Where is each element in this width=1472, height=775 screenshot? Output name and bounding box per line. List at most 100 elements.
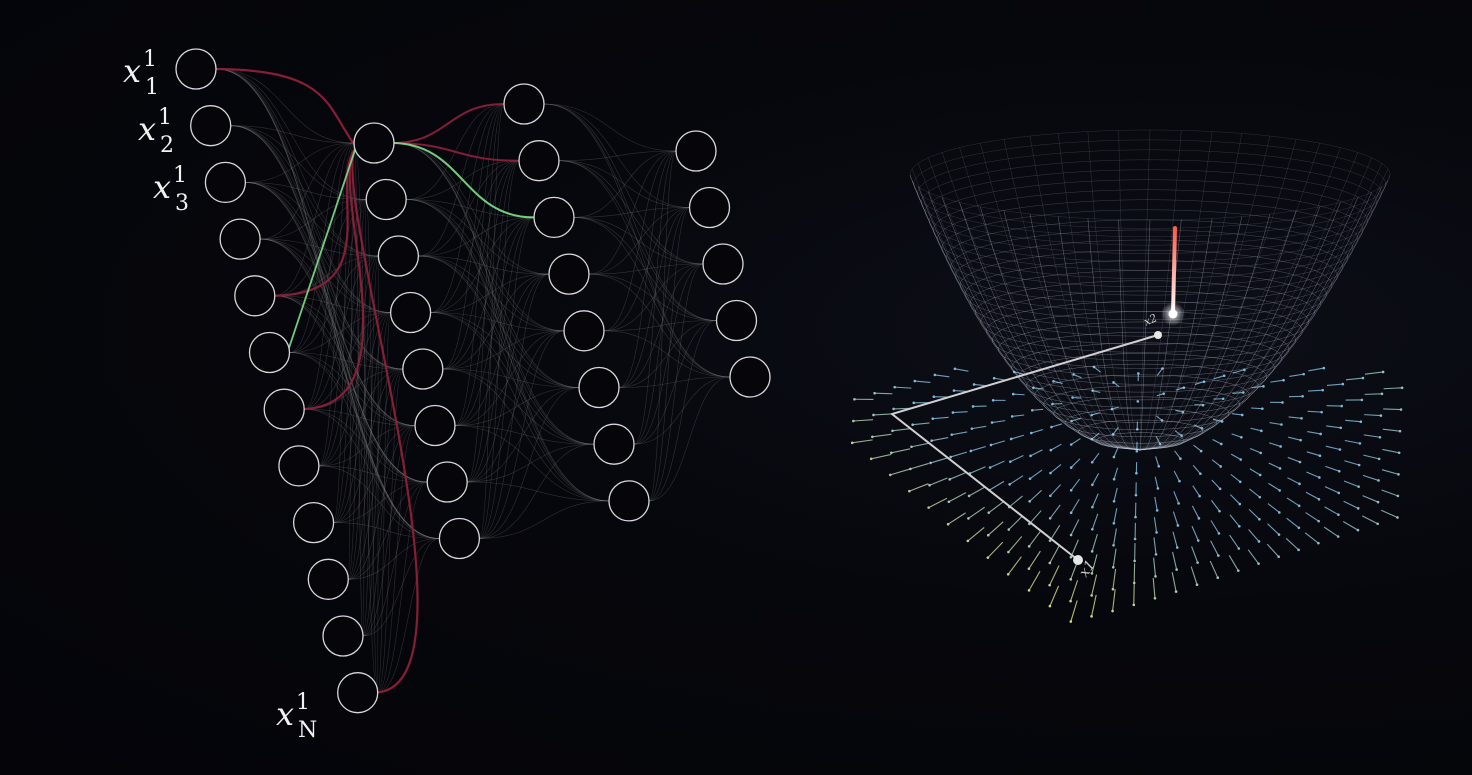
mesh-meridian <box>1139 147 1341 451</box>
network-edge <box>588 263 704 275</box>
gradient-arrow <box>1344 460 1360 466</box>
gradient-arrow-head <box>1277 533 1281 536</box>
gradient-arrow-head <box>1027 589 1031 592</box>
network-edge <box>479 103 505 539</box>
neuron-l3-1 <box>503 83 545 125</box>
gradient-arrow-head <box>947 500 951 504</box>
network-edge <box>573 217 731 378</box>
gradient-arrow <box>1028 530 1042 547</box>
gradient-arrow-head <box>1195 583 1199 586</box>
gradient-arrow <box>1364 414 1381 417</box>
network-edge <box>648 376 731 502</box>
gradient-arrow-head <box>1028 477 1032 480</box>
gradient-arrow <box>894 386 912 389</box>
gradient-arrow-head <box>932 395 936 399</box>
parameter-axes: x2 x1 <box>889 311 1162 580</box>
gradient-arrow <box>1154 496 1158 511</box>
mesh-meridian <box>1139 133 1243 451</box>
gradient-arrow <box>1362 474 1379 481</box>
mesh-meridian <box>1118 130 1141 451</box>
gradient-arrow <box>1361 515 1378 525</box>
gradient-arrow-head <box>1380 392 1384 396</box>
mesh-contour <box>928 179 1368 263</box>
mesh-contour <box>1043 385 1240 423</box>
neural-network-diagram <box>175 48 771 714</box>
gradient-arrow <box>1324 506 1339 516</box>
gradient-arrow <box>1051 423 1062 428</box>
mesh-contour <box>924 169 1373 254</box>
gradient-arrow-head <box>1299 438 1302 442</box>
gradient-arrow-head <box>1216 576 1220 580</box>
gradient-arrow-head <box>1029 431 1033 435</box>
gradient-arrow <box>1010 434 1024 440</box>
mesh-contour <box>1004 332 1283 385</box>
gradient-arrow <box>1228 555 1239 571</box>
network-edge <box>289 352 416 426</box>
mesh-contour <box>975 280 1315 345</box>
gradient-arrow-head <box>1154 553 1158 556</box>
network-edge <box>648 263 704 502</box>
neuron-l1-10 <box>307 558 349 600</box>
gradient-arrow-head <box>1242 391 1245 394</box>
gradient-arrow-head <box>1220 420 1224 423</box>
gradient-arrow-head <box>871 435 874 439</box>
gradient-arrow-head <box>1236 569 1240 572</box>
gradient-arrow <box>872 433 892 438</box>
gradient-arrow-head <box>972 383 976 386</box>
gradient-arrow <box>1305 491 1320 500</box>
mesh-meridian <box>1139 180 1389 451</box>
gradient-arrow-head <box>1091 483 1094 487</box>
gradient-arrow-head <box>1090 413 1094 417</box>
gradient-arrow-head <box>1397 451 1401 455</box>
gradient-arrow <box>1028 571 1041 591</box>
gradient-arrow <box>1231 433 1242 438</box>
gradient-arrow-head <box>1357 485 1360 488</box>
gradient-arrow-head <box>1341 382 1345 386</box>
gradient-arrow <box>1380 509 1398 518</box>
network-edge <box>333 255 379 523</box>
gradient-arrow <box>1212 418 1223 422</box>
gradient-arrow-head <box>1178 479 1181 483</box>
network-edge <box>633 376 731 445</box>
mesh-meridian <box>941 152 1141 451</box>
gradient-arrow <box>968 486 986 497</box>
gradient-arrow-head <box>1135 449 1139 453</box>
gradient-arrow <box>1070 600 1078 622</box>
network-edge <box>215 68 403 370</box>
gradient-arrow-head <box>1135 471 1138 475</box>
gradient-arrow <box>1153 537 1157 555</box>
network-edge <box>318 368 403 467</box>
gradient-arrow-head <box>1177 502 1180 505</box>
network-edge <box>230 125 379 257</box>
network-edge <box>348 538 440 580</box>
gradient-arrow-head <box>1069 488 1073 492</box>
gradient-arrow <box>1171 572 1177 592</box>
network-edge <box>603 263 704 332</box>
axis-marker-x2 <box>1154 331 1162 339</box>
gradient-arrow <box>1070 458 1081 468</box>
gradient-arrow-head <box>850 441 854 445</box>
gradient-arrow <box>1091 574 1098 596</box>
gradient-arrow-head <box>1240 413 1244 417</box>
network-edge <box>442 273 550 370</box>
mesh-meridian <box>1087 218 1141 451</box>
network-edge <box>603 207 690 332</box>
gradient-arrow-head <box>869 457 873 461</box>
gradient-arrow <box>871 453 892 460</box>
mesh-contour <box>955 239 1338 312</box>
gradient-arrow <box>1308 367 1324 372</box>
gradient-arrow <box>1049 484 1062 497</box>
network-edge <box>454 425 610 502</box>
gradient-arrow-head <box>1133 537 1137 541</box>
network-edge <box>318 142 355 467</box>
gradient-arrow-head <box>1358 442 1362 445</box>
network-edge <box>406 199 610 502</box>
gradient-arrow <box>1231 413 1243 416</box>
gradient-arrow <box>1269 422 1282 426</box>
network-edge <box>318 465 428 483</box>
gradient-arrow-head <box>1297 548 1300 552</box>
network-edge <box>260 238 403 370</box>
mesh-contour <box>1034 374 1250 416</box>
network-edge <box>215 68 440 539</box>
gradient-arrow-head <box>1175 568 1178 571</box>
